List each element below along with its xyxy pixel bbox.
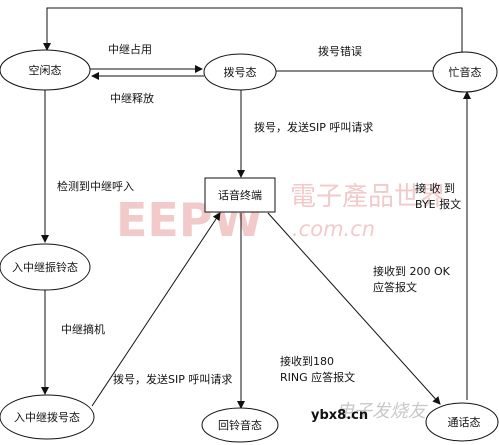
label-trunk-offhook: 中继摘机	[61, 322, 105, 336]
node-talking: 通话态	[425, 402, 499, 442]
watermark-domain: .com.cn	[292, 217, 375, 241]
edge-terminal-to-talking	[267, 212, 441, 405]
node-idle-label: 空闲态	[29, 63, 62, 77]
node-ringback-label: 回铃音态	[218, 418, 262, 432]
watermark: EEPW 電子產品世界 .com.cn 电子发烧友 ybx8.cn	[116, 182, 446, 423]
node-trunk-ringing: 入中继振铃态	[0, 243, 91, 291]
label-bye-received-2: BYE 报文	[415, 197, 461, 211]
edge-labels: 中继占用 中继释放 拨号错误 拨号，发送SIP 呼叫请求 检测到中继呼入 接 收…	[57, 42, 461, 386]
node-talking-label: 通话态	[448, 416, 481, 429]
edges	[41, 7, 471, 409]
watermark-site: ybx8.cn	[311, 408, 368, 423]
label-ok-received-1: 接收到 200 OK	[373, 264, 451, 278]
node-voice-terminal: 话音终端	[204, 177, 276, 213]
label-trunk-release: 中继释放	[110, 91, 154, 105]
edge-trunk-dialing-to-terminal	[91, 212, 221, 407]
node-ringback: 回铃音态	[201, 407, 279, 443]
label-dial-send-invite-2: 拨号，发送SIP 呼叫请求	[113, 372, 232, 386]
label-trunk-occupy: 中继占用	[108, 42, 152, 56]
label-dial-error: 拨号错误	[318, 44, 362, 58]
label-ok-received-2: 应答报文	[373, 280, 417, 294]
node-trunk-ringing-label: 入中继振铃态	[12, 260, 78, 274]
label-ring-received-2: RING 应答报文	[280, 370, 355, 384]
label-dial-send-invite-1: 拨号，发送SIP 呼叫请求	[254, 120, 373, 134]
node-voice-terminal-label: 话音终端	[218, 188, 262, 202]
label-detect-trunk-call: 检测到中继呼入	[57, 179, 134, 193]
label-ring-received-1: 接收到180	[280, 354, 334, 368]
node-busy-label: 忙音态	[449, 65, 482, 79]
node-trunk-dialing-label: 入中继拨号态	[14, 410, 80, 424]
watermark-site2: 电子发烧友	[336, 401, 428, 422]
node-busy: 忙音态	[432, 51, 498, 93]
label-bye-received-1: 接 收 到	[415, 181, 455, 195]
edge-busy-to-idle	[43, 7, 463, 52]
node-dialing: 拨号态	[203, 53, 277, 91]
node-idle: 空闲态	[0, 49, 91, 91]
node-dialing-label: 拨号态	[224, 65, 257, 79]
watermark-cn-text: 電子產品世界	[290, 182, 446, 212]
node-trunk-dialing: 入中继拨号态	[0, 394, 95, 440]
